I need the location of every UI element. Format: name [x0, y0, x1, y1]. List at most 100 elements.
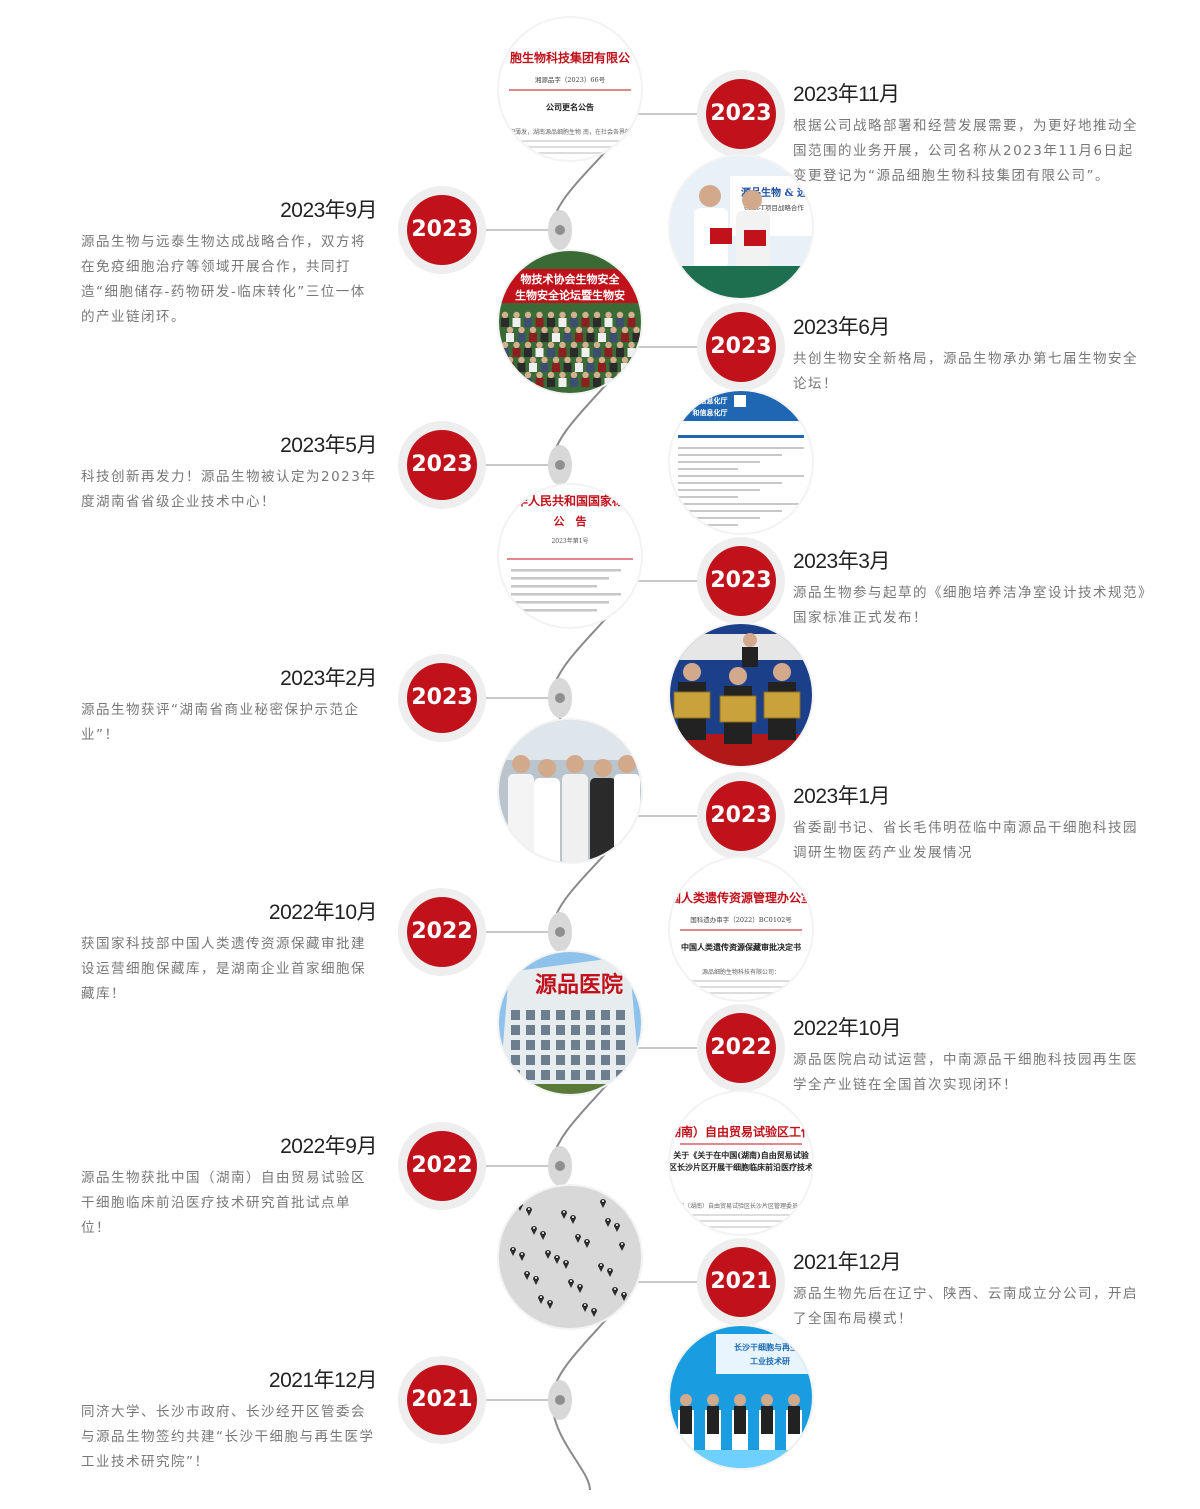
svg-text:公司更名公告: 公司更名公告: [546, 102, 594, 112]
year-badge-label: 2023: [407, 430, 477, 500]
event-entry: 2023年3月源品生物参与起草的《细胞培养洁净室设计技术规范》国家标准正式发布！: [793, 545, 1153, 631]
timeline-node-dot: [555, 927, 565, 937]
event-description: 获国家科技部中国人类遗传资源保藏审批建设运营细胞保藏库，是湖南企业首家细胞保藏库…: [81, 936, 366, 1002]
event-photo[interactable]: 源品医院: [499, 952, 641, 1094]
year-badge-label: 2023: [407, 195, 477, 265]
timeline-node-dot: [555, 225, 565, 235]
svg-text:长沙干细胞与再生: 长沙干细胞与再生: [734, 1342, 798, 1352]
event-entry: 2022年9月源品生物获批中国（湖南）自由贸易试验区干细胞临床前沿医疗技术研究首…: [81, 1130, 378, 1241]
event-description: 源品生物先后在辽宁、陕西、云南成立分公司，开启了全国布局模式！: [793, 1286, 1138, 1327]
event-entry: 2023年9月源品生物与远泰生物达成战略合作，双方将在免疫细胞治疗等领域开展合作…: [81, 194, 378, 330]
year-badge[interactable]: 2022: [398, 1122, 486, 1210]
year-badge-label: 2023: [706, 312, 776, 382]
event-photo[interactable]: [499, 1186, 641, 1328]
svg-text:中国人类遗传资源管理办公室文: 中国人类遗传资源管理办公室文: [670, 890, 812, 905]
event-photo[interactable]: [499, 720, 641, 862]
svg-text:国（湖南）自由贸易试验区工作办公: 国（湖南）自由贸易试验区工作办公: [670, 1124, 812, 1139]
svg-text:生物安全论坛暨生物安: 生物安全论坛暨生物安: [515, 288, 625, 302]
event-description: 科技创新再发力！源品生物被认定为2023年度湖南省省级企业技术中心！: [81, 469, 377, 510]
event-description: 同济大学、长沙市政府、长沙经开区管委会与源品生物签约共建“长沙干细胞与再生医学工…: [81, 1404, 375, 1470]
event-entry: 2023年6月共创生物安全新格局，源品生物承办第七届生物安全论坛！: [793, 311, 1153, 397]
event-photo[interactable]: [670, 624, 812, 766]
event-entry: 2022年10月源品医院启动试运营，中南源品干细胞科技园再生医学全产业链在全国首…: [793, 1012, 1153, 1098]
year-badge[interactable]: 2023: [697, 303, 785, 391]
event-date: 2023年1月: [793, 785, 890, 808]
svg-text:区长沙片区开展干细胞临床前沿医疗技术: 区长沙片区开展干细胞临床前沿医疗技术: [670, 1162, 812, 1172]
event-photo[interactable]: 物技术协会生物安全生物安全论坛暨生物安: [499, 251, 641, 393]
year-badge-label: 2023: [706, 79, 776, 149]
year-badge[interactable]: 2021: [697, 1238, 785, 1326]
event-date: 2021年12月: [793, 1251, 902, 1274]
svg-text:源品医院: 源品医院: [535, 972, 623, 998]
svg-text:湘源品字（2023）66号: 湘源品字（2023）66号: [535, 75, 606, 84]
svg-text:国科遗办审字（2022）BC0102号: 国科遗办审字（2022）BC0102号: [690, 915, 792, 924]
year-badge-label: 2023: [706, 781, 776, 851]
year-badge[interactable]: 2023: [398, 654, 486, 742]
year-badge[interactable]: 2023: [398, 421, 486, 509]
year-badge[interactable]: 2023: [697, 537, 785, 625]
event-description: 共创生物安全新格局，源品生物承办第七届生物安全论坛！: [793, 351, 1138, 392]
event-date: 2022年10月: [793, 1017, 902, 1040]
svg-text:源品细胞生物科技有限公司：: 源品细胞生物科技有限公司：: [702, 968, 780, 976]
timeline-node-dot: [555, 1395, 565, 1405]
svg-text:公 告: 公 告: [554, 514, 587, 528]
event-photo[interactable]: 中国人类遗传资源管理办公室文国科遗办审字（2022）BC0102号中国人类遗传资…: [670, 858, 812, 1000]
event-photo[interactable]: 和信息化厅和信息化厅: [670, 391, 812, 533]
year-badge-label: 2023: [706, 546, 776, 616]
year-badge-label: 2022: [407, 897, 477, 967]
event-description: 省委副书记、省长毛伟明莅临中南源品干细胞科技园调研生物医药产业发展情况: [793, 820, 1138, 861]
year-badge-label: 2021: [407, 1365, 477, 1435]
timeline-node-dot: [555, 693, 565, 703]
year-badge[interactable]: 2023: [697, 772, 785, 860]
event-photo[interactable]: 长沙干细胞与再生工业技术研: [670, 1326, 812, 1468]
event-description: 源品医院启动试运营，中南源品干细胞科技园再生医学全产业链在全国首次实现闭环！: [793, 1052, 1138, 1093]
svg-text:工业技术研: 工业技术研: [750, 1356, 790, 1366]
svg-text:厚积薄发，湖南源品细胞生物 南，在社会各界的大: 厚积薄发，湖南源品细胞生物 南，在社会各界的大: [503, 128, 637, 136]
svg-text:物技术协会生物安全: 物技术协会生物安全: [521, 272, 621, 286]
event-date: 2023年5月: [280, 434, 377, 457]
year-badge[interactable]: 2021: [398, 1356, 486, 1444]
event-entry: 2023年11月根据公司战略部署和经营发展需要，为更好地推动全国范围的业务开展，…: [793, 78, 1153, 189]
year-badge-label: 2022: [706, 1013, 776, 1083]
svg-text:中国（湖南）自由贸易试验区长沙片区管理委员会：: 中国（湖南）自由贸易试验区长沙片区管理委员会：: [672, 1202, 810, 1210]
svg-text:关于《关于在中国(湖南)自由贸易试验: 关于《关于在中国(湖南)自由贸易试验: [673, 1150, 810, 1160]
event-date: 2021年12月: [268, 1369, 378, 1392]
svg-text:中国人类遗传资源保藏审批决定书: 中国人类遗传资源保藏审批决定书: [681, 942, 801, 952]
year-badge-label: 2022: [407, 1131, 477, 1201]
event-description: 源品生物参与起草的《细胞培养洁净室设计技术规范》国家标准正式发布！: [793, 585, 1147, 626]
year-badge[interactable]: 2023: [398, 186, 486, 274]
event-photo[interactable]: 国（湖南）自由贸易试验区工作办公关于《关于在中国(湖南)自由贸易试验区长沙片区开…: [670, 1092, 812, 1234]
event-entry: 2021年12月源品生物先后在辽宁、陕西、云南成立分公司，开启了全国布局模式！: [793, 1246, 1153, 1332]
event-entry: 2023年1月省委副书记、省长毛伟明莅临中南源品干细胞科技园调研生物医药产业发展…: [793, 780, 1153, 866]
svg-text:和信息化厅: 和信息化厅: [692, 396, 728, 405]
svg-text:和信息化厅: 和信息化厅: [692, 408, 728, 417]
year-badge[interactable]: 2023: [697, 70, 785, 158]
event-description: 根据公司战略部署和经营发展需要，为更好地推动全国范围的业务开展，公司名称从202…: [793, 118, 1138, 184]
event-date: 2023年6月: [793, 316, 890, 339]
event-date: 2022年10月: [268, 901, 378, 924]
event-photo[interactable]: 华人民共和国国家标公 告 2023年第1号: [499, 485, 641, 627]
year-badge[interactable]: 2022: [398, 888, 486, 976]
event-date: 2023年3月: [793, 550, 890, 573]
event-date: 2023年11月: [793, 83, 900, 106]
event-date: 2023年9月: [280, 199, 377, 222]
event-date: 2023年2月: [280, 667, 377, 690]
year-badge[interactable]: 2022: [697, 1004, 785, 1092]
svg-text:华人民共和国国家标: 华人民共和国国家标: [516, 493, 624, 508]
event-photo[interactable]: 胞生物科技集团有限公湘源品字（2023）66号公司更名公告厚积薄发，湖南源品细胞…: [499, 18, 641, 160]
timeline-node-dot: [555, 460, 565, 470]
event-date: 2022年9月: [280, 1135, 377, 1158]
year-badge-label: 2023: [407, 663, 477, 733]
svg-text:CAR-T项目战略合作: CAR-T项目战略合作: [744, 203, 804, 212]
event-entry: 2022年10月获国家科技部中国人类遗传资源保藏审批建设运营细胞保藏库，是湖南企…: [81, 896, 378, 1007]
event-description: 源品生物与远泰生物达成战略合作，双方将在免疫细胞治疗等领域开展合作，共同打造“细…: [81, 234, 366, 325]
event-entry: 2023年2月源品生物获评“湖南省商业秘密保护示范企业”！: [81, 662, 378, 748]
svg-text:胞生物科技集团有限公: 胞生物科技集团有限公: [510, 50, 630, 65]
svg-text:2023年第1号: 2023年第1号: [551, 537, 588, 545]
event-entry: 2023年5月科技创新再发力！源品生物被认定为2023年度湖南省省级企业技术中心…: [81, 429, 378, 515]
event-description: 源品生物获批中国（湖南）自由贸易试验区干细胞临床前沿医疗技术研究首批试点单位！: [81, 1170, 366, 1236]
year-badge-label: 2021: [706, 1247, 776, 1317]
event-description: 源品生物获评“湖南省商业秘密保护示范企业”！: [81, 702, 360, 743]
event-entry: 2021年12月同济大学、长沙市政府、长沙经开区管委会与源品生物签约共建“长沙干…: [81, 1364, 378, 1475]
